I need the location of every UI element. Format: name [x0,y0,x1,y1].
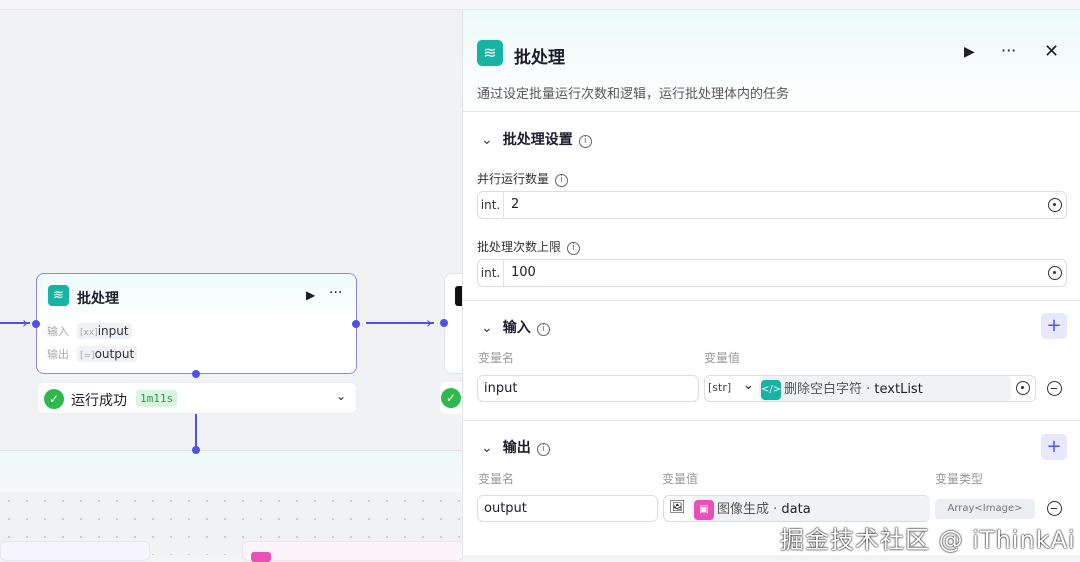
remove-output-button[interactable] [1047,501,1062,516]
chevron-down-icon[interactable]: ⌄ [743,378,754,393]
output-var: output [94,347,135,361]
input-port[interactable] [32,320,40,328]
type-select[interactable]: [str] [708,381,732,394]
column-header: 变量值 [662,472,699,486]
edge [195,414,197,450]
column-header: 变量值 [704,351,741,365]
column-header: 变量类型 [935,472,984,486]
batch-limit-field[interactable]: int. 100 [477,259,1067,287]
field-value: 100 [511,265,536,280]
info-icon[interactable]: i [536,323,550,336]
arrow-icon: › [22,313,29,332]
parallel-count-field[interactable]: int. 2 [477,191,1067,219]
image-icon: 🖼 [669,500,686,515]
type-badge: Array<Image> [935,499,1035,519]
workflow-canvas[interactable]: › ≋ 批处理 ▶ ··· 输入[xx]input 输出[=]output › … [0,0,474,562]
check-icon: ✓ [441,388,461,408]
input-label: 输入 [47,325,69,338]
bottom-port[interactable] [192,370,200,378]
variable-picker-icon[interactable] [1016,381,1030,395]
info-icon[interactable]: i [555,174,569,187]
layers-icon: ≋ [477,40,503,66]
code-icon: </> [761,379,781,400]
field-value: 2 [511,197,520,212]
check-icon: ✓ [44,389,64,409]
more-button[interactable]: ··· [329,285,343,301]
type-prefix: int. [478,260,504,286]
output-port[interactable] [352,320,360,328]
top-bar [0,0,1080,10]
remove-input-button[interactable] [1047,381,1062,396]
batch-node[interactable]: ≋ 批处理 ▶ ··· 输入[xx]input 输出[=]output [32,273,360,378]
edge [366,322,434,324]
input-value-field[interactable]: [str] ⌄ </>删除空白字符 · textList [704,375,1036,402]
node-settings-panel: ≋ 批处理 ▶ ··· ✕ 通过设定批量运行次数和逻辑，运行批处理体内的任务 ⌄… [462,10,1080,555]
input-port[interactable] [440,319,448,327]
run-button[interactable]: ▶ [964,44,975,60]
info-icon[interactable]: i [536,443,550,456]
field-label: 批处理次数上限 [477,240,562,254]
image-gen-icon: ▣ [694,499,714,520]
column-header: 变量名 [478,351,515,365]
info-icon[interactable]: i [567,242,581,255]
input-name-field[interactable]: input [477,375,699,402]
arrow-icon: › [426,313,433,332]
add-output-button[interactable]: + [1041,434,1067,460]
image-icon [251,552,271,562]
variable-picker-icon[interactable] [1048,266,1062,280]
section-title: 输出 [502,440,531,456]
info-icon[interactable]: i [578,135,592,148]
status-text: 运行成功 [71,393,127,409]
run-button[interactable]: ▶ [306,288,316,302]
source-node: 删除空白字符 [784,382,863,397]
panel-title: 批处理 [514,48,565,68]
panel-description: 通过设定批量运行次数和逻辑，运行批处理体内的任务 [477,87,790,102]
chevron-down-icon[interactable]: ⌄ [336,389,347,403]
duration-badge: 1m11s [136,390,178,407]
node-title: 批处理 [77,291,119,307]
run-status[interactable]: ✓ 运行成功 1m11s ⌄ [37,382,357,414]
layers-icon: ≋ [48,285,69,306]
section-title: 输入 [502,320,531,336]
output-name-field[interactable]: output [477,495,658,522]
variable-reference[interactable]: ▣图像生成 · data [692,496,930,521]
type-prefix: int. [478,192,504,218]
close-button[interactable]: ✕ [1044,41,1060,62]
canvas-node[interactable] [0,541,150,561]
image-node[interactable] [242,541,464,562]
body-port[interactable] [192,446,200,454]
section-title: 批处理设置 [502,132,573,148]
next-run-status[interactable]: ✓ [440,382,462,414]
more-button[interactable]: ··· [1001,41,1017,60]
output-value-field[interactable]: 🖼 ▣图像生成 · data [663,495,930,522]
output-label: 输出 [47,348,69,361]
source-field: data [781,502,811,517]
field-label: 并行运行数量 [477,172,550,186]
input-var: input [97,324,129,338]
add-input-button[interactable]: + [1041,313,1067,339]
edge [0,322,30,324]
variable-picker-icon[interactable] [1048,198,1062,212]
column-header: 变量名 [478,472,515,486]
batch-body [0,450,462,492]
variable-reference[interactable]: </>删除空白字符 · textList [759,376,1011,401]
source-node: 图像生成 [717,502,770,517]
watermark: 掘金技术社区 @ iThinkAi [780,526,1076,554]
source-field: textList [874,382,923,397]
